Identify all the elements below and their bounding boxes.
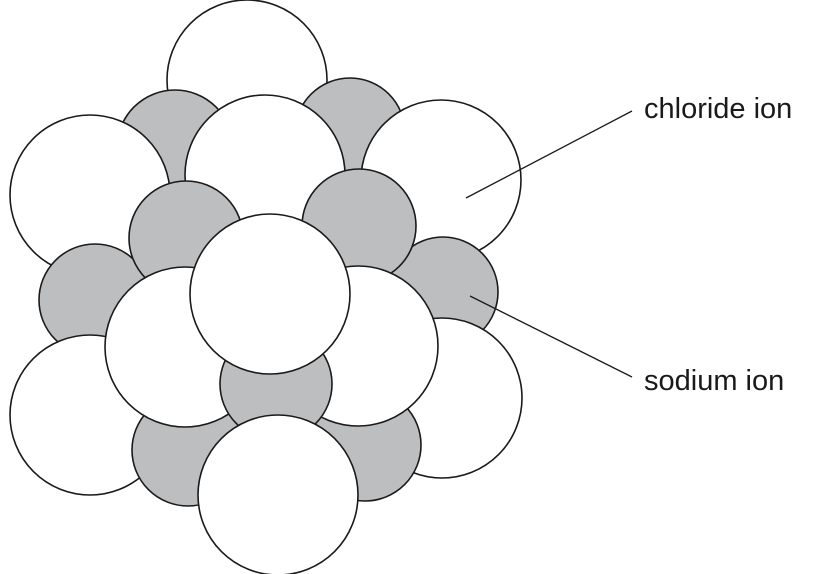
- sodium-leader-line: [469, 295, 633, 378]
- chloride-leader-line: [465, 110, 633, 199]
- chloride-ion-label: chloride ion: [644, 93, 792, 125]
- chloride-ion: [189, 213, 351, 375]
- chloride-ion: [197, 414, 359, 574]
- sodium-ion-label: sodium ion: [644, 365, 784, 397]
